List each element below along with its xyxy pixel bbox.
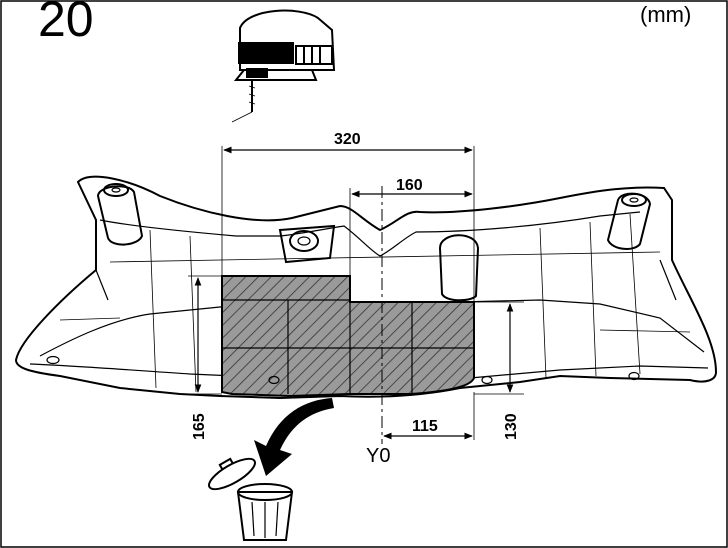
discard-arrow-icon — [254, 398, 334, 476]
cut-out-region — [221, 275, 475, 398]
dimension-160-label: 160 — [396, 177, 423, 194]
dimension-width-right-bottom: 115 — [383, 418, 473, 440]
y0-label: Y0 — [366, 445, 390, 467]
dimension-320-label: 320 — [334, 131, 361, 148]
undercover-part — [14, 175, 718, 400]
dimension-width-half: 160 — [351, 177, 473, 198]
dimension-130-label: 130 — [503, 413, 520, 440]
dimension-height-left: 165 — [191, 277, 208, 440]
dimension-height-right: 130 — [503, 303, 520, 440]
trash-can-icon — [208, 457, 294, 541]
dimension-165-label: 165 — [191, 413, 208, 440]
dimension-width-total: 320 — [223, 131, 473, 154]
step-number: 20 — [38, 0, 94, 47]
dimension-115-label: 115 — [412, 418, 438, 435]
unit-label: (mm) — [640, 2, 691, 27]
jigsaw-icon — [231, 9, 336, 123]
